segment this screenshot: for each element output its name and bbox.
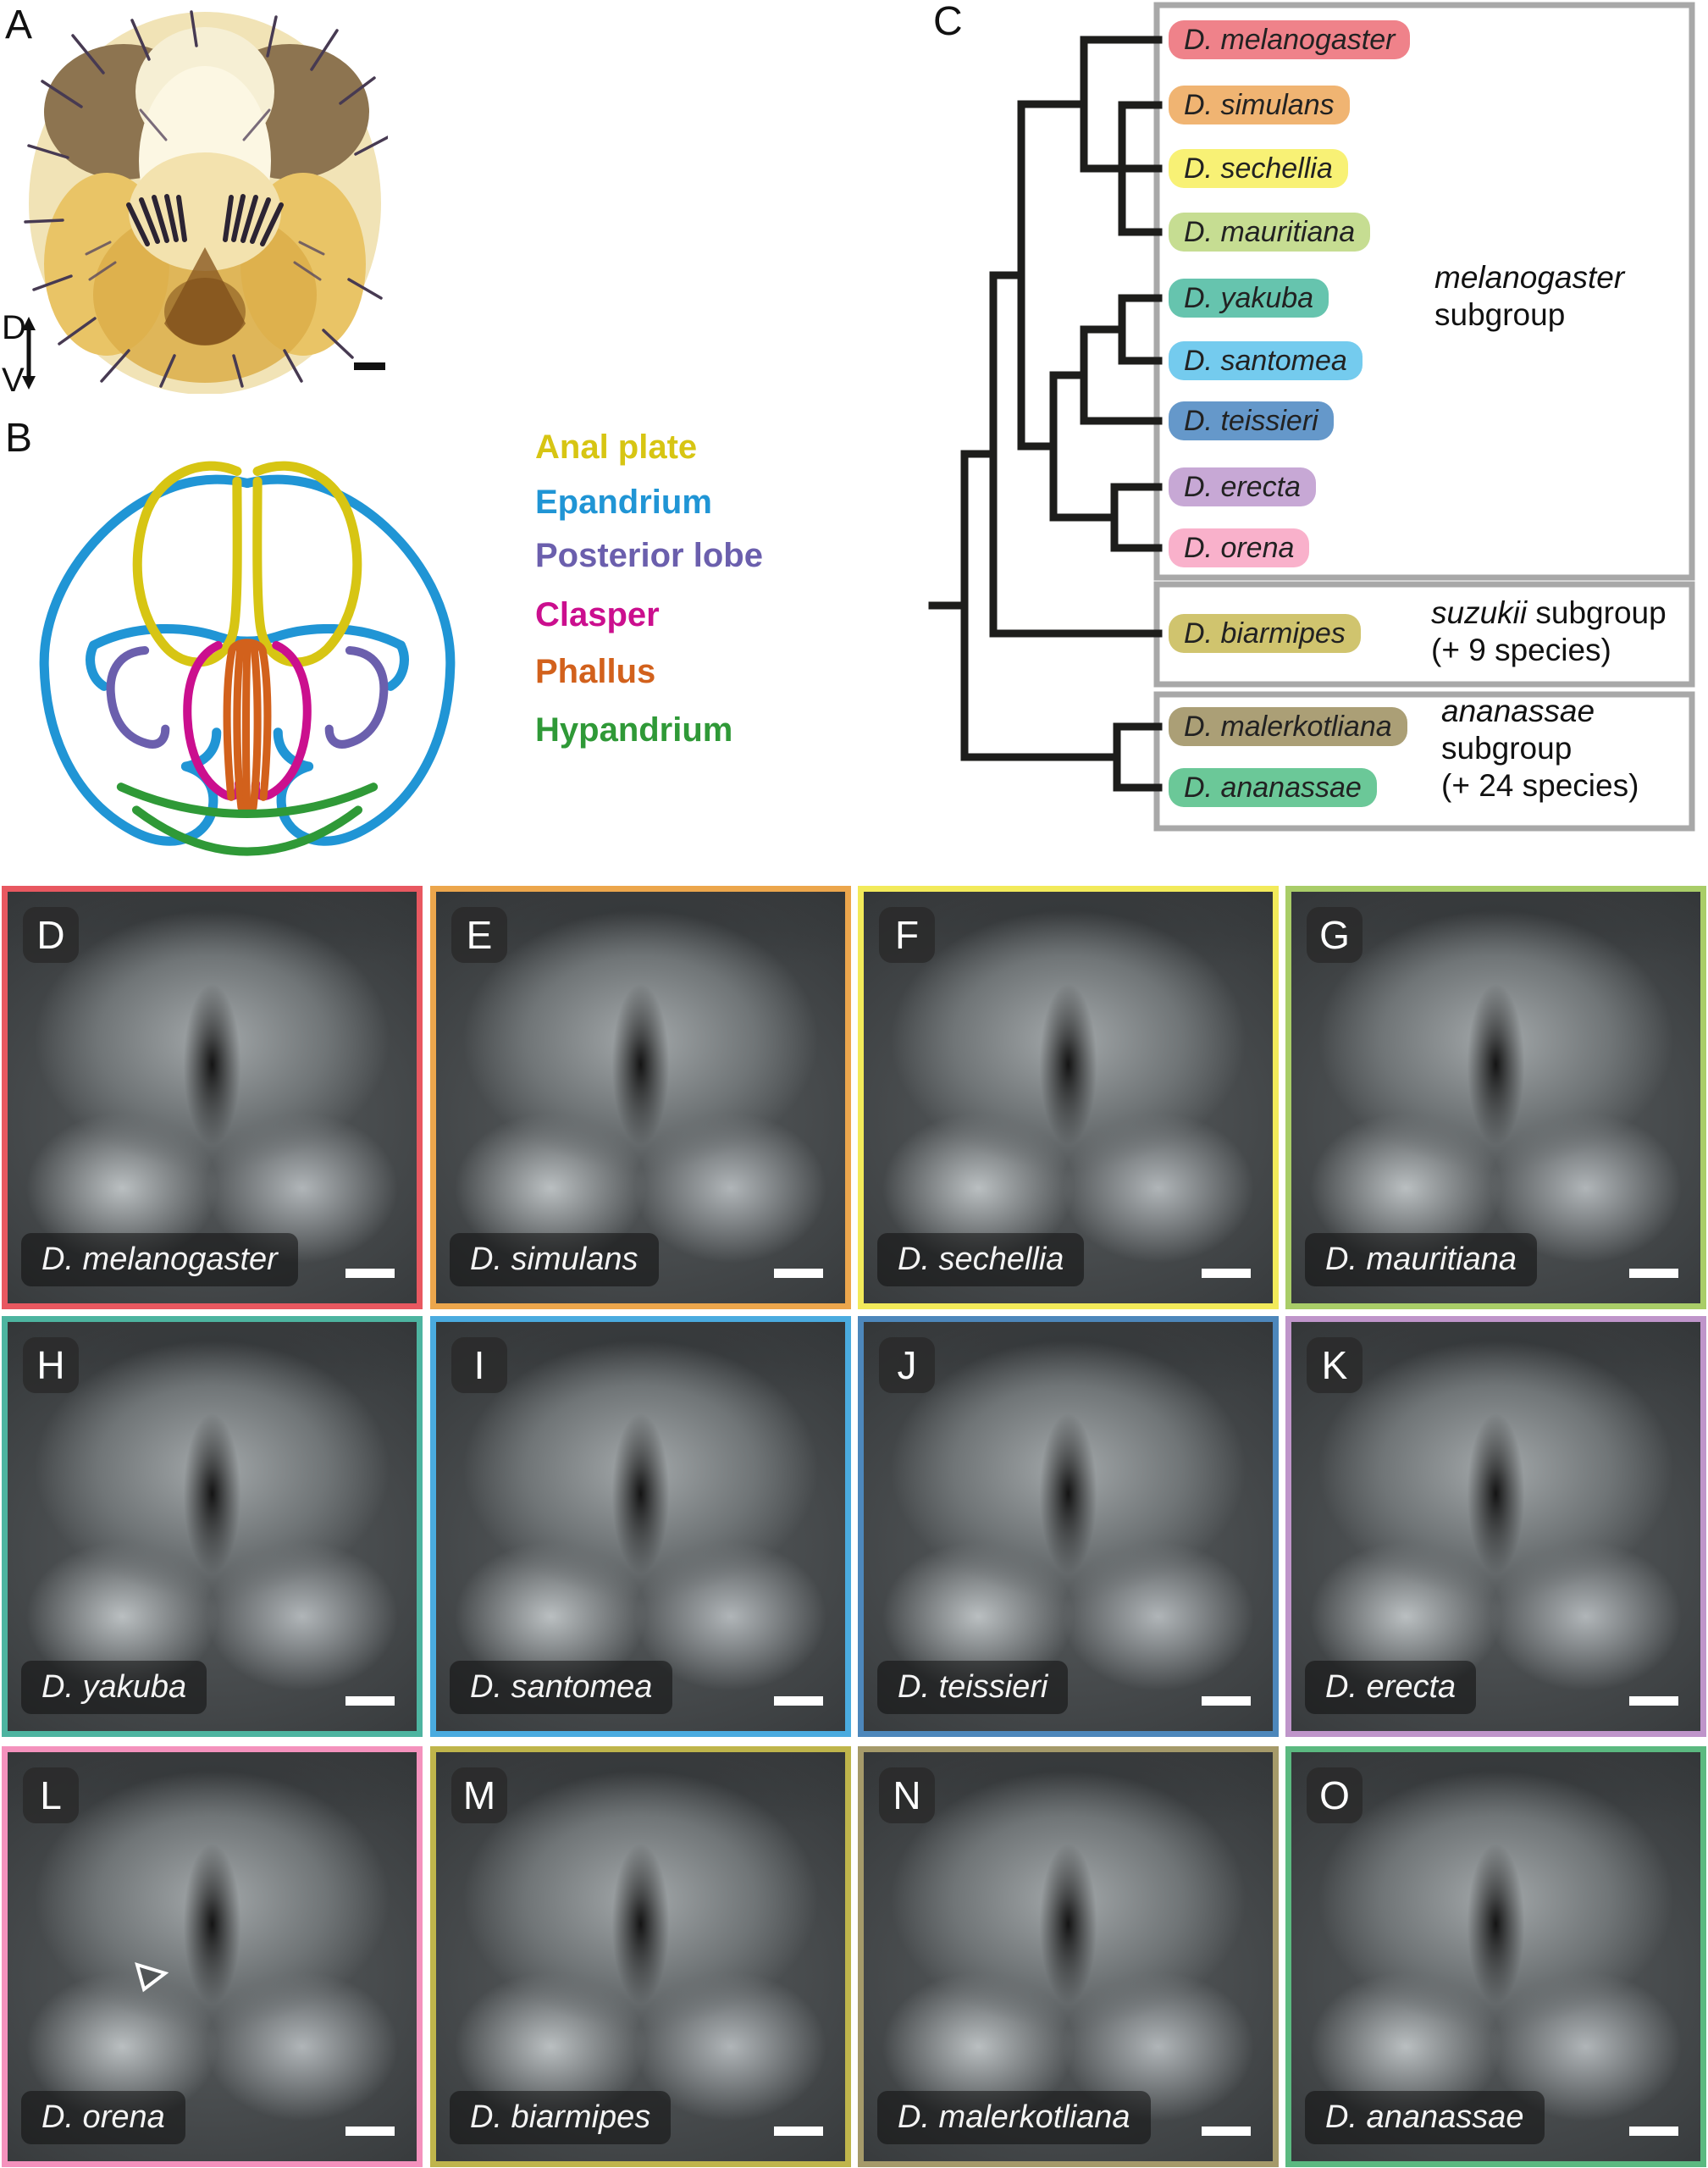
species-caption: D. malerkotliana [877,2091,1151,2144]
scale-bar [345,2127,395,2136]
posterior-lobe-outline [106,645,389,749]
panel-letter-badge: I [451,1337,507,1393]
ananassae-subgroup-label: ananassae subgroup (+ 24 species) [1441,694,1639,803]
scale-bar [1629,1269,1678,1278]
sem-panel: G D. mauritiana [1285,886,1706,1309]
scale-bar [774,1696,823,1706]
species-pill: D. melanogaster [1169,20,1411,59]
species-caption: D. teissieri [877,1661,1069,1714]
phallus-outline [223,639,272,816]
ventral-label: V [2,362,25,395]
species-pill: D. mauritiana [1169,213,1371,252]
panel-letter-badge: H [23,1337,79,1393]
scale-bar [774,1269,823,1278]
species-pill: D. malerkotliana [1169,707,1407,746]
species-pill: D. erecta [1169,467,1316,506]
sem-panel: N D. malerkotliana [858,1746,1279,2167]
scale-bar [354,362,385,370]
arrowhead-annotation [135,1962,169,1993]
scale-bar [1202,1696,1251,1706]
species-pill: D. ananassae [1169,768,1377,807]
sem-panel: D D. melanogaster [2,886,423,1309]
anal-plate-outline [132,461,362,667]
legend-item-hypandrium: Hypandrium [535,711,733,749]
sem-panel: L D. orena [2,1746,423,2167]
panel-letter-badge: F [879,907,935,963]
scale-bar [1629,2127,1678,2136]
genitalia-schematic [39,461,456,856]
legend-item-clasper: Clasper [535,596,660,633]
bristles [24,10,388,388]
melanogaster-subgroup-label: melanogaster subgroup [1434,260,1625,332]
legend-item-anal-plate: Anal plate [535,429,698,466]
panel-letter-badge: L [23,1767,79,1823]
species-caption: D. biarmipes [450,2091,672,2144]
species-caption: D. orena [21,2091,185,2144]
species-caption: D. simulans [450,1233,659,1286]
scale-bar [1202,2127,1251,2136]
scale-bar [774,2127,823,2136]
species-pill: D. orena [1169,528,1310,567]
panel-a-label: A [5,3,33,47]
species-pill: D. yakuba [1169,279,1329,318]
sem-panel: E D. simulans [430,886,851,1309]
species-pill: D. biarmipes [1169,614,1361,653]
species-pill: D. sechellia [1169,149,1348,188]
sem-panel: H D. yakuba [2,1316,423,1737]
panel-letter-badge: K [1307,1337,1363,1393]
sex-comb-teeth [126,194,284,246]
panel-letter-badge: J [879,1337,935,1393]
panel-letter-badge: O [1307,1767,1363,1823]
dorsal-label: D [2,310,26,346]
dorsal-ventral-axis-marker: D V [2,310,36,395]
species-caption: D. melanogaster [21,1233,298,1286]
species-pill: D. teissieri [1169,401,1334,440]
species-caption: D. erecta [1305,1661,1477,1714]
species-caption: D. ananassae [1305,2091,1545,2144]
legend-item-phallus: Phallus [535,653,656,690]
light-micrograph [24,10,388,394]
cladogram-branches [928,36,1163,792]
species-pill: D. santomea [1169,341,1363,380]
panel-letter-badge: D [23,907,79,963]
panel-c-label: C [933,0,963,44]
panel-letter-badge: N [879,1767,935,1823]
panel-letter-badge: M [451,1767,507,1823]
scale-bar [345,1696,395,1706]
sem-panel: K D. erecta [1285,1316,1706,1737]
species-caption: D. yakuba [21,1661,207,1714]
scale-bar [1629,1696,1678,1706]
hypandrium-outline [116,783,379,856]
legend-item-epandrium: Epandrium [535,484,712,521]
sem-panel: F D. sechellia [858,886,1279,1309]
suzukii-subgroup-label: suzukii subgroup (+ 9 species) [1431,595,1667,667]
scale-bar [345,1269,395,1278]
species-caption: D. mauritiana [1305,1233,1537,1286]
species-caption: D. santomea [450,1661,673,1714]
sem-panel: J D. teissieri [858,1316,1279,1737]
panel-letter-badge: G [1307,907,1363,963]
sem-panel: M D. biarmipes [430,1746,851,2167]
panel-b-label: B [5,416,33,461]
species-pill: D. simulans [1169,86,1350,124]
panel-letter-badge: E [451,907,507,963]
sem-panel: O D. ananassae [1285,1746,1706,2167]
sem-panel: I D. santomea [430,1316,851,1737]
scale-bar [1202,1269,1251,1278]
species-caption: D. sechellia [877,1233,1085,1286]
legend-item-posterior-lobe: Posterior lobe [535,537,763,574]
